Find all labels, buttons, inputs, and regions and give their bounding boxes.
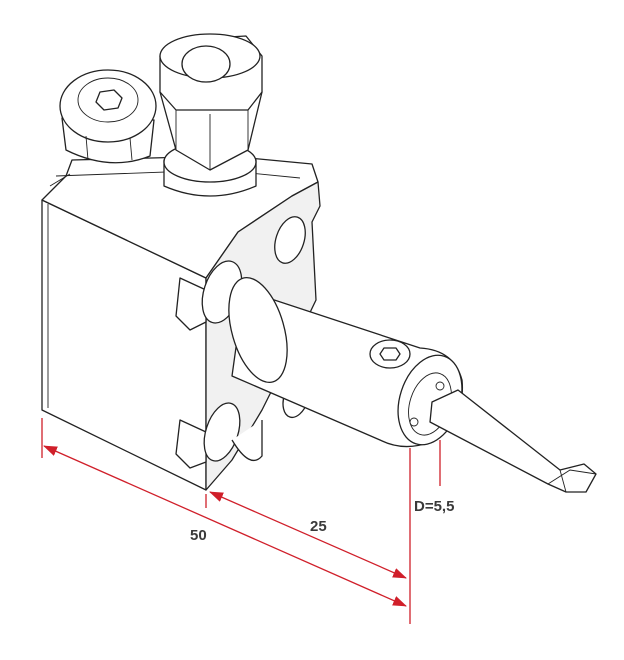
hex-socket-icon	[95, 89, 123, 111]
dimension-label-25: 25	[310, 518, 327, 535]
dimension-label-50: 50	[190, 527, 207, 544]
dimension-label-diameter: D=5,5	[414, 498, 454, 515]
dimension-line-50	[43, 445, 407, 607]
hex-fitting	[159, 33, 263, 197]
boring-bar-tool	[429, 389, 597, 493]
dimension-line-25	[209, 491, 407, 579]
socket-head-screw	[59, 69, 157, 164]
dimension-annotations: 50 25 D=5,5	[41, 418, 454, 624]
